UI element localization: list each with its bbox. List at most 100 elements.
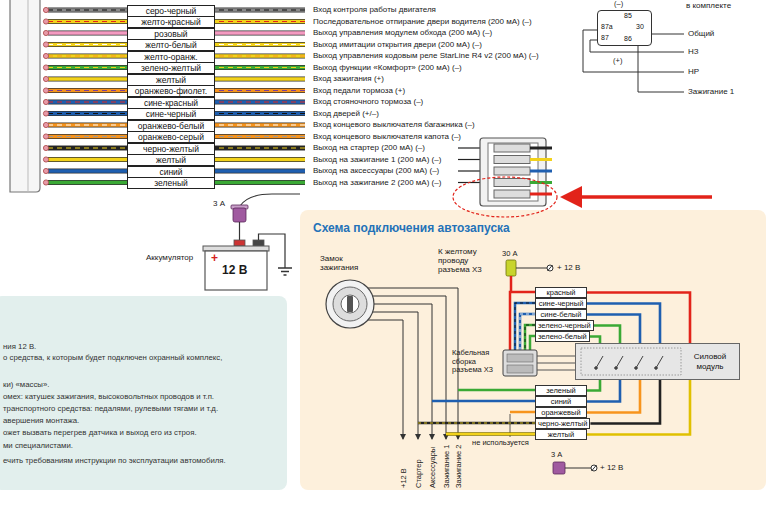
pin [43, 145, 48, 150]
wire-color-label: розовый [127, 28, 215, 40]
switch-blade [656, 356, 663, 368]
pin-number: 87a [601, 23, 613, 31]
relay-switches [595, 356, 663, 369]
relay-contact-label: НР [688, 67, 699, 76]
panel-title: Схема подключения автозапуска [313, 221, 510, 235]
wire-function: Последовательное отпирание двери водител… [313, 17, 532, 27]
wire-color-label: красный [535, 287, 587, 298]
note-text: ния 12 В. [3, 342, 36, 351]
note-text: ожет вызвать перегрев датчика и выход ег… [3, 428, 197, 437]
wire-color-label: зеленый [535, 385, 587, 396]
pin-number: 30 [636, 23, 644, 31]
lock-wire [360, 304, 432, 439]
relay-contact-label: НЗ [688, 47, 699, 56]
wire-function: Выход на зажигание 2 (200 мА) (–) [313, 178, 441, 188]
relay-contact-label: Зажигание 1 [688, 87, 734, 96]
plug-slot [494, 144, 530, 152]
note-text: о средства, к которым будет подключен ох… [3, 353, 222, 362]
wire-stub [458, 159, 480, 160]
note-panel-fill [0, 296, 287, 490]
battery-lid [203, 246, 269, 251]
wire-stub [458, 147, 480, 148]
pin-number: 85 [624, 12, 632, 20]
wire-color-label: желто-красный [127, 16, 215, 28]
wire-end [530, 147, 552, 150]
wire-connector [587, 293, 690, 344]
box-label: зелено-черный [538, 321, 591, 330]
wire-end [530, 158, 552, 161]
wire-color-label: черно-желтый [535, 418, 590, 429]
switch-blade [596, 356, 603, 368]
box-label: розовый [154, 29, 187, 39]
box-label: сине-белый [541, 310, 582, 319]
power-wire [510, 276, 513, 292]
wire-color-label: зелено-белый [535, 331, 590, 342]
fuse [233, 208, 246, 222]
box-label: сине-черный [539, 299, 584, 308]
signal-name: Зажигание 1 [442, 445, 451, 488]
harness-wire [446, 433, 535, 435]
part-name: Кабельная сборка разъема Х3 [452, 349, 500, 375]
wire-color-label: сине-красный [127, 97, 215, 109]
wire-connector [587, 380, 640, 413]
wire-function: Выход на аксессуары (200 мА) (–) [313, 166, 439, 176]
signal-name: +12 В [399, 468, 408, 488]
ground-wire [259, 234, 286, 268]
battery-wire [239, 222, 240, 240]
connector-pins [43, 7, 48, 185]
fuse [553, 462, 565, 474]
terminal-symbol [592, 465, 597, 471]
box-label: зелено-белый [538, 332, 587, 341]
note-label: К желтому проводу разъема Х3 [438, 247, 496, 275]
terminal-symbol [548, 265, 553, 271]
note-panel: ния 12 В. о средства, к которым будет под… [0, 296, 287, 490]
box-label: оранжево-фиолет. [135, 86, 207, 96]
wire-function: Вход концевого выключателя багажника (–) [313, 120, 475, 130]
pin [43, 7, 48, 12]
connector-housing [10, 0, 40, 192]
relay-box: 853087a8786 [597, 10, 652, 46]
terminal-symbol [591, 465, 597, 471]
ignition-lock [326, 280, 374, 328]
wire-connector [587, 380, 600, 391]
box-label: желтый [156, 75, 186, 85]
plug-slot [494, 156, 530, 164]
part-name: Замок зажигания [320, 254, 376, 272]
wire-connector [590, 380, 660, 424]
wire-color-label: серо-черный [127, 5, 215, 17]
pin [43, 180, 48, 185]
battery-body [205, 251, 267, 290]
harness-wire-stripe [520, 314, 535, 350]
wire-color-label: желто-оранж. [127, 51, 215, 63]
wire-function: Вход стояночного тормоза (–) [313, 97, 423, 107]
box-label: желто-белый [145, 40, 196, 50]
box-label: оранжевый [541, 408, 580, 417]
harness-wire [418, 422, 535, 425]
pointer-arrow [578, 195, 712, 199]
ground-symbol [281, 271, 289, 273]
wire-color-label: зеленый [127, 177, 215, 189]
pin [43, 19, 48, 24]
pin [43, 134, 48, 139]
ignition-lock [341, 295, 359, 313]
wire-color-label: желто-белый [127, 39, 215, 51]
box-label: черно-желтый [143, 144, 199, 154]
power-module: Силовой модуль [575, 343, 740, 380]
wire-color-label: сине-черный [535, 298, 587, 309]
signal-name: Стартер [414, 459, 423, 488]
harness-wire-stripe [418, 423, 535, 424]
module-inner [581, 348, 681, 375]
box-label: оранжево-серый [138, 132, 204, 142]
box-label: желтый [548, 430, 574, 439]
wire-function: Выход на зажигание 1 (200 мА) (–) [313, 155, 441, 165]
box-label: желто-красный [141, 17, 200, 27]
wire-color-label: желтый [535, 429, 587, 440]
pin [43, 42, 48, 47]
wire-function: Вход дверей (+/–) [313, 109, 379, 119]
highlight-ellipse [453, 177, 557, 217]
signal-name: Зажигание 2 [454, 445, 463, 488]
note-text: авершения монтажа. [3, 416, 79, 425]
power-wire [565, 468, 591, 469]
relay-wire [638, 46, 684, 92]
box-label: Силовой модуль [687, 352, 733, 371]
